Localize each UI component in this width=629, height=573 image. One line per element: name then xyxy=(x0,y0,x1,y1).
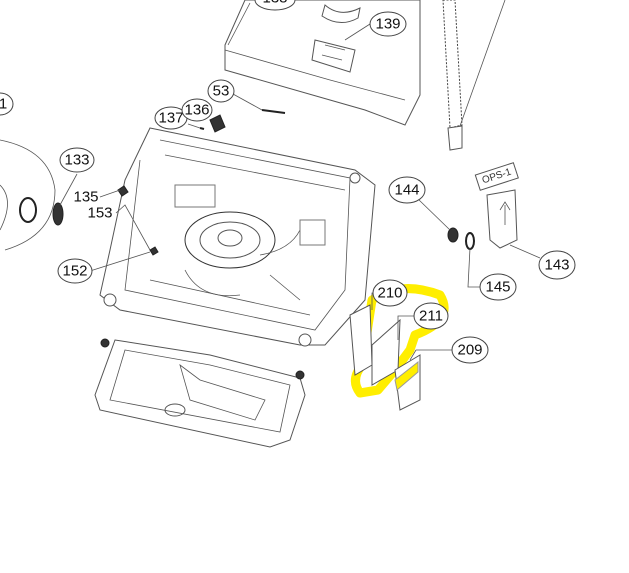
clip-part xyxy=(321,4,361,23)
callout-143[interactable]: 143 xyxy=(538,250,576,280)
filter-part-144 xyxy=(447,227,459,243)
svg-text:137: 137 xyxy=(158,110,183,127)
svg-text:138: 138 xyxy=(262,0,287,7)
svg-text:210: 210 xyxy=(377,285,402,302)
svg-text:143: 143 xyxy=(544,257,569,274)
bottom-plate xyxy=(94,338,306,448)
svg-text:152: 152 xyxy=(62,263,87,280)
control-board-parts xyxy=(349,304,421,411)
part-135 xyxy=(117,185,129,197)
base-tub xyxy=(99,127,376,347)
svg-text:153: 153 xyxy=(87,205,112,222)
callout-133[interactable]: 133 xyxy=(59,147,95,173)
callout-136[interactable]: 136 xyxy=(181,98,213,122)
callout-1[interactable]: 1 xyxy=(0,92,14,116)
svg-text:144: 144 xyxy=(394,182,419,199)
svg-text:139: 139 xyxy=(375,16,400,33)
oring-part-145 xyxy=(465,232,475,250)
svg-text:133: 133 xyxy=(64,152,89,169)
callout-144[interactable]: 144 xyxy=(388,176,426,204)
callout-139[interactable]: 139 xyxy=(369,11,407,37)
callout-152[interactable]: 152 xyxy=(57,258,93,284)
callout-209[interactable]: 209 xyxy=(451,336,489,364)
part-137 xyxy=(199,127,205,130)
bracket-part-139 xyxy=(311,39,356,73)
leader-lines xyxy=(59,2,541,361)
part-152 xyxy=(149,246,159,256)
sensor-part-143: OPS-1 xyxy=(474,162,519,249)
screw-part-53 xyxy=(261,109,286,114)
svg-text:209: 209 xyxy=(457,342,482,359)
svg-text:1: 1 xyxy=(0,96,7,113)
callout-210[interactable]: 210 xyxy=(372,279,408,307)
svg-text:53: 53 xyxy=(213,83,230,100)
svg-text:135: 135 xyxy=(73,189,98,206)
svg-text:136: 136 xyxy=(184,102,209,119)
callout-145[interactable]: 145 xyxy=(479,273,517,301)
filter-part-133 xyxy=(52,202,64,226)
part-136 xyxy=(209,114,226,133)
seal-part xyxy=(0,139,56,251)
callout-211[interactable]: 211 xyxy=(413,302,449,330)
sensor-tag-box xyxy=(474,162,519,191)
callout-138[interactable]: 138 xyxy=(254,0,296,11)
callout-135[interactable]: 135 xyxy=(73,189,98,206)
callout-153[interactable]: 153 xyxy=(87,205,112,222)
callout-53[interactable]: 53 xyxy=(207,79,235,103)
svg-text:145: 145 xyxy=(485,279,510,296)
hose-part xyxy=(442,0,506,151)
svg-text:211: 211 xyxy=(419,308,443,325)
